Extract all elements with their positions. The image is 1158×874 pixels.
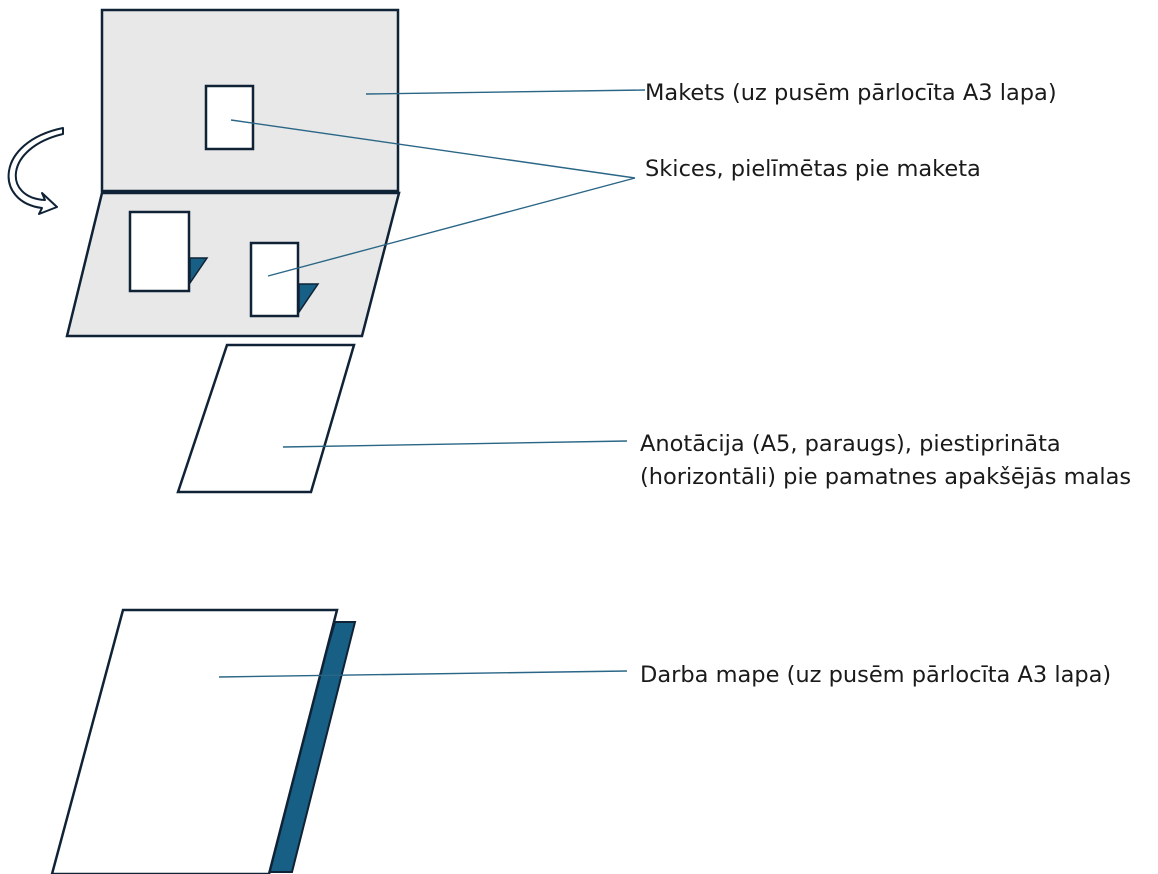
label-anotacija: Anotācija (A5, paraugs), piestiprināta (… [640, 431, 1132, 490]
label-skices: Skices, pielīmētas pie maketa [645, 156, 981, 182]
leader-anotacija [282, 440, 628, 448]
maket-base-panel [65, 191, 401, 338]
sketch-base-1 [128, 210, 191, 293]
label-darba-mape: Darba mape (uz pusēm pārlocīta A3 lapa) [640, 662, 1112, 688]
sketch-base-2 [249, 241, 300, 318]
annotation-sheet [176, 343, 356, 494]
label-maket: Makets (uz pusēm pārlocīta A3 lapa) [645, 80, 1057, 106]
leader-skices-base [267, 177, 636, 277]
leader-maket [365, 89, 646, 95]
sketch-upper [204, 84, 255, 151]
leader-skices-upper [230, 119, 636, 179]
curved-arrow-icon [7, 127, 64, 215]
leader-mape [218, 670, 628, 678]
